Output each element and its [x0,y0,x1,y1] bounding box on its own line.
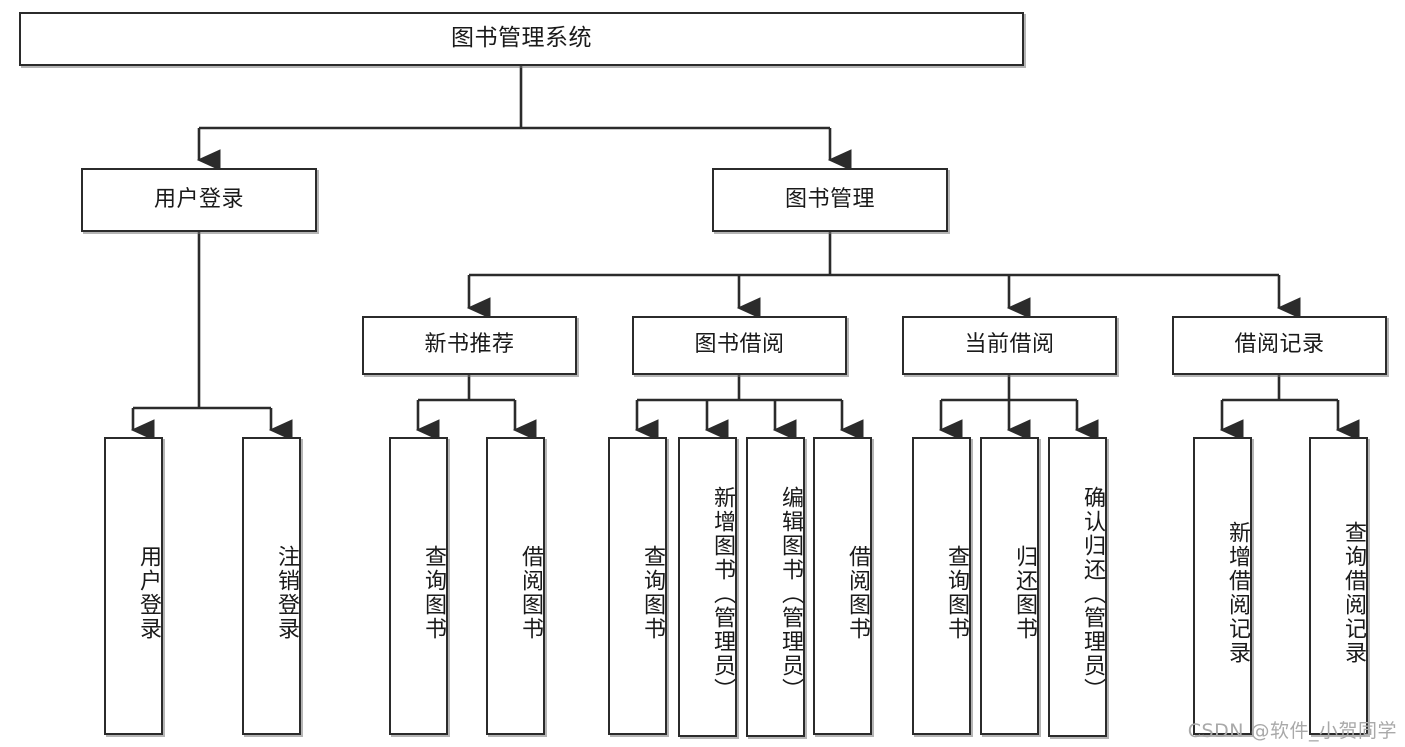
leaf-record-query-record[interactable]: 查询借阅记录 [1309,437,1368,735]
node-label: 查询图书 [421,545,446,641]
node-label: 用户登录 [136,545,161,641]
node-label: 图书管理系统 [451,25,592,52]
leaf-new-book-borrow[interactable]: 借阅图书 [486,437,545,735]
leaf-record-add-record[interactable]: 新增借阅记录 [1193,437,1252,735]
leaf-borrow-edit-book-admin[interactable]: 编辑图书（管理员） [746,437,805,737]
leaf-current-query-book[interactable]: 查询图书 [912,437,971,735]
node-label: 注销登录 [274,545,299,641]
node-root-system[interactable]: 图书管理系统 [19,12,1024,66]
node-label: 当前借阅 [964,332,1055,358]
leaf-user-login-logout[interactable]: 注销登录 [242,437,301,735]
node-label: 编辑图书（管理员） [778,486,803,702]
node-label: 图书管理 [784,186,875,212]
leaf-user-login-login[interactable]: 用户登录 [104,437,163,735]
node-label: 图书借阅 [694,332,785,358]
node-label: 借阅图书 [845,545,870,641]
node-label: 查询借阅记录 [1341,521,1366,665]
leaf-borrow-borrow-book[interactable]: 借阅图书 [813,437,872,735]
node-book-manage[interactable]: 图书管理 [712,168,948,232]
node-borrow-record[interactable]: 借阅记录 [1172,316,1387,375]
node-label: 新书推荐 [424,332,515,358]
leaf-current-confirm-return-admin[interactable]: 确认归还（管理员） [1048,437,1107,737]
node-user-login[interactable]: 用户登录 [81,168,317,232]
node-book-borrow[interactable]: 图书借阅 [632,316,847,375]
node-label: 新增图书（管理员） [710,486,735,702]
node-label: 用户登录 [153,186,244,212]
node-label: 借阅记录 [1234,332,1325,358]
node-label: 归还图书 [1012,545,1037,641]
leaf-current-return-book[interactable]: 归还图书 [980,437,1039,735]
node-label: 确认归还（管理员） [1080,486,1105,702]
node-current-borrow[interactable]: 当前借阅 [902,316,1117,375]
node-label: 查询图书 [944,545,969,641]
node-label: 新增借阅记录 [1225,521,1250,665]
leaf-borrow-add-book-admin[interactable]: 新增图书（管理员） [678,437,737,737]
node-label: 借阅图书 [518,545,543,641]
leaf-new-book-query[interactable]: 查询图书 [389,437,448,735]
node-new-book-recommend[interactable]: 新书推荐 [362,316,577,375]
leaf-borrow-query-book[interactable]: 查询图书 [608,437,667,735]
node-label: 查询图书 [640,545,665,641]
